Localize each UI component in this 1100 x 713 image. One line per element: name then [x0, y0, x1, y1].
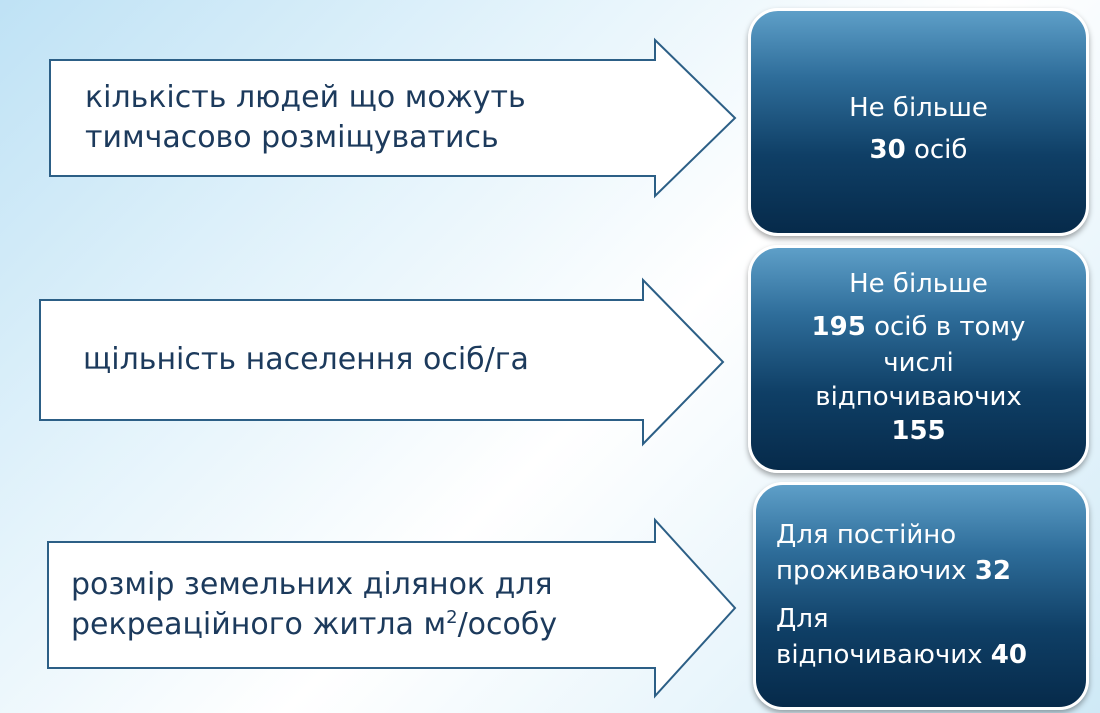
value-number: 32 [974, 556, 1011, 586]
value-number: 195 [811, 312, 866, 342]
value-number: 40 [990, 640, 1027, 670]
box-line: Не більше [751, 87, 1086, 129]
box-line: Не більше [751, 262, 1086, 306]
box-line: 195 осіб в тому [751, 308, 1086, 346]
value-box-people-capacity: Не більше 30 осіб [748, 8, 1089, 236]
value-box-land-plot-size: Для постійно проживаючих 32 Для відпочив… [753, 482, 1089, 710]
arrow-people-capacity: кількість людей що можуть тимчасово розм… [45, 37, 745, 199]
box-text: Не більше [849, 269, 988, 299]
value-number: 155 [891, 416, 946, 446]
arrow-shape [39, 277, 725, 447]
superscript: 2 [446, 607, 458, 628]
arrow-label: розмір земельних ділянок для рекреаційно… [71, 542, 651, 668]
arrow-land-plot-size: розмір земельних ділянок для рекреаційно… [43, 517, 743, 699]
box-text: Для [776, 604, 829, 634]
box-text: проживаючих [776, 556, 975, 586]
box-text: осіб в тому [865, 312, 1026, 342]
box-text: відпочиваючих [815, 382, 1022, 412]
box-line: 30 осіб [751, 129, 1086, 171]
box-text: осіб [905, 135, 968, 165]
box-text: числі [883, 348, 954, 378]
arrow-population-density: щільність населення осіб/га [35, 277, 735, 447]
label-line: розмір земельних ділянок для [71, 567, 553, 602]
arrow-shape [47, 517, 737, 699]
label-line: тимчасово розміщуватись [85, 120, 499, 155]
box-line: відпочиваючих 40 [776, 637, 1086, 673]
box-line: 155 [751, 414, 1086, 448]
label-line: кількість людей що можуть [85, 80, 526, 115]
box-line: числі [751, 346, 1086, 380]
box-text: відпочиваючих [776, 640, 991, 670]
box-text: Для постійно [776, 520, 957, 550]
box-line: Для [776, 601, 1086, 637]
box-line: Для постійно [776, 517, 1086, 553]
arrow-shape [49, 37, 737, 199]
box-line: відпочиваючих [751, 380, 1086, 414]
arrow-label: щільність населення осіб/га [83, 300, 643, 420]
label-text: /особу [457, 607, 558, 642]
value-number: 30 [869, 135, 906, 165]
value-box-population-density: Не більше 195 осіб в тому числі відпочив… [748, 245, 1089, 473]
arrow-label: кількість людей що можуть тимчасово розм… [85, 60, 645, 176]
box-text: Не більше [849, 93, 988, 123]
box-line: проживаючих 32 [776, 553, 1086, 589]
label-text: рекреаційного житла м [71, 607, 447, 642]
label-line: рекреаційного житла м2/особу [71, 605, 557, 645]
label-line: щільність населення осіб/га [83, 342, 529, 377]
